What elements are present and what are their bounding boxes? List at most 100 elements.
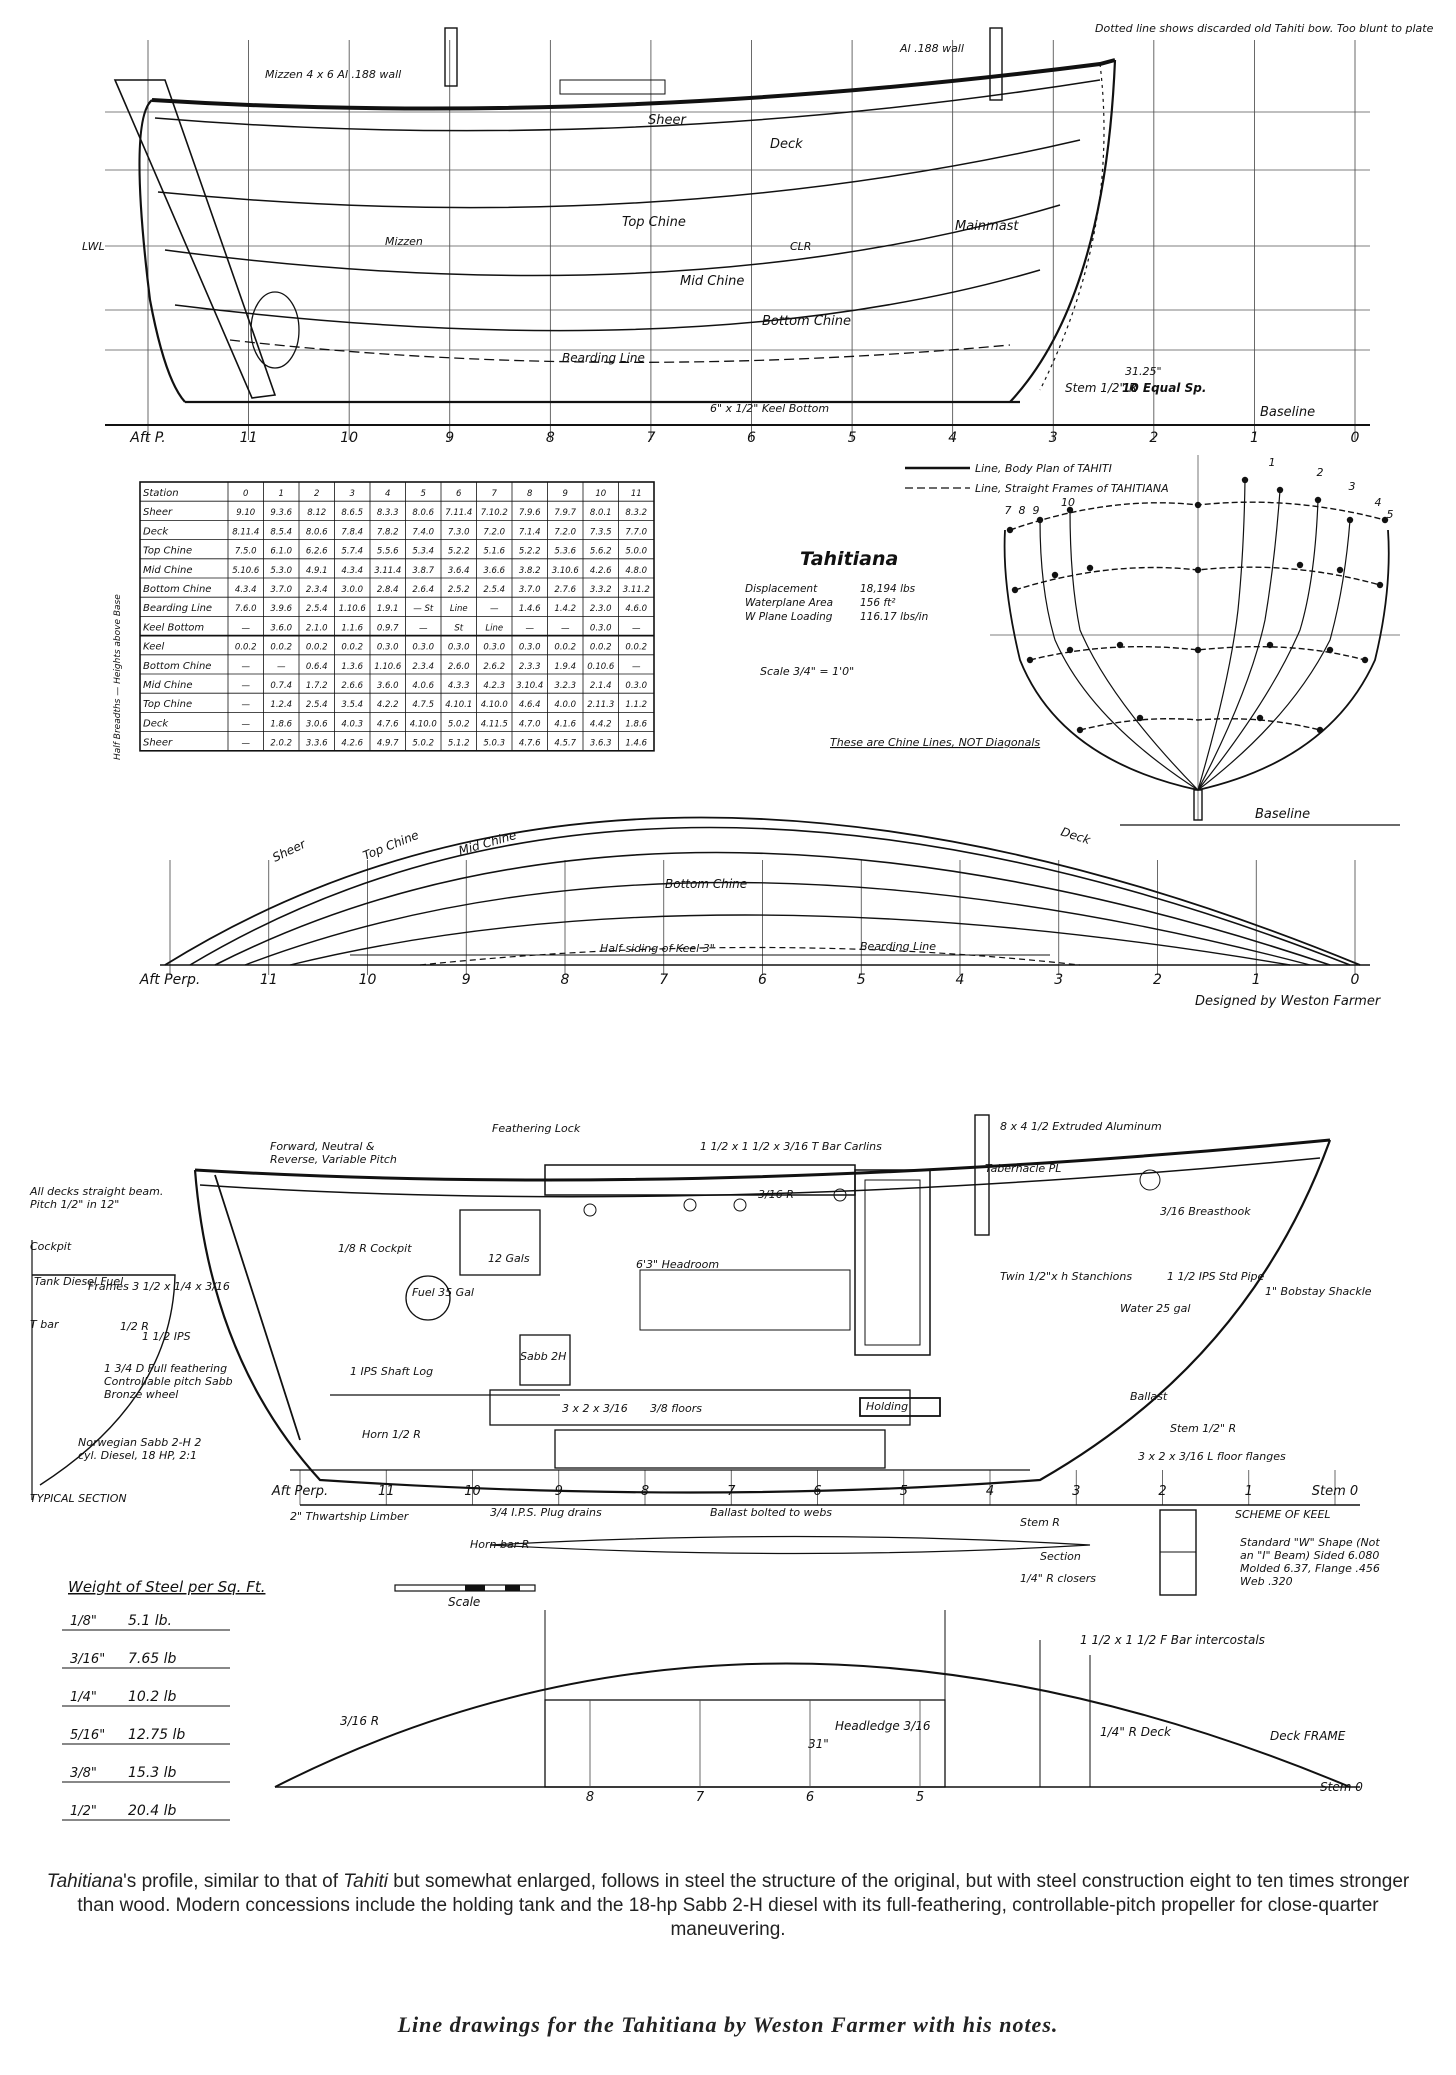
body-plan-node: [1194, 501, 1202, 509]
table-cell: 8.0.1: [590, 508, 612, 518]
table-cell: 3.6.6: [483, 566, 505, 576]
con-station-label: 6: [813, 1484, 821, 1499]
particular-label: Waterplane Area: [745, 597, 833, 609]
table-header-cell: 2: [314, 489, 319, 499]
table-cell: 7.11.4: [445, 508, 472, 518]
table-cell: 0.0.2: [341, 643, 363, 653]
steel-weight-title: Weight of Steel per Sq. Ft.: [68, 1578, 265, 1596]
construction-callout: Ballast bolted to webs: [710, 1506, 832, 1519]
table-cell: 7.3.5: [590, 527, 612, 537]
table-cell: 4.3.4: [341, 566, 363, 576]
table-cell: 7.7.0: [625, 527, 647, 537]
old-bow-dotted: [1039, 63, 1105, 391]
construction-callout: 3/16 R: [758, 1188, 794, 1201]
half-breadth-plan: Sheer Top Chine Mid Chine Deck Bottom Ch…: [139, 816, 1382, 1009]
table-cell: 3.8.7: [412, 566, 434, 576]
table-cell: 1.7.2: [306, 681, 328, 691]
table-cell: 0.0.2: [554, 643, 576, 653]
table-cell: 1.10.6: [339, 604, 367, 614]
con-station-label: 11: [378, 1484, 395, 1499]
table-cell: 2.5.4: [483, 585, 505, 595]
construction-callout: 1/8 R Cockpit: [338, 1242, 412, 1255]
table-cell: 0.0.2: [306, 643, 328, 653]
stem-profile: [1009, 59, 1117, 403]
table-cell: Mid Chine: [143, 680, 193, 691]
steel-thickness: 3/16": [70, 1652, 105, 1667]
con-station-label: 9: [555, 1484, 563, 1499]
steel-weight: 15.3 lb: [128, 1765, 177, 1781]
profile-station-label: 9: [445, 430, 454, 446]
mid-chine-line: [164, 204, 1061, 277]
profile-station-label: 5: [848, 430, 857, 446]
hb-station-label: 3: [1054, 972, 1063, 988]
caption-text: 's profile, similar to that of: [123, 1871, 344, 1892]
con-station-label: 5: [900, 1484, 908, 1499]
con-station-label: 10: [464, 1484, 481, 1499]
table-cell: 8.3.2: [625, 508, 647, 518]
scale-note: Scale 3/4" = 1'0": [760, 665, 854, 678]
table-cell: —: [242, 681, 251, 691]
hb-station-label: 0: [1351, 972, 1360, 988]
table-cell: 7.6.0: [235, 604, 257, 614]
table-cell: 5.0.0: [625, 547, 647, 557]
table-cell: 1.4.6: [519, 604, 541, 614]
table-cell: 4.5.7: [554, 739, 576, 749]
table-cell: 4.9.1: [306, 566, 328, 576]
legend-solid: Line, Body Plan of TAHITI: [975, 462, 1112, 475]
df-intercostals: 1 1/2 x 1 1/2 F Bar intercostals: [1080, 1633, 1265, 1647]
table-cell: 8.0.6: [306, 527, 328, 537]
table-cell: 2.3.4: [412, 662, 434, 672]
deck-label: Deck: [770, 137, 803, 152]
bearding-line: [229, 339, 1011, 363]
deck-frame-view: 1 1/2 x 1 1/2 F Bar intercostals Headled…: [274, 1610, 1363, 1805]
body-station-label: 7: [1005, 504, 1012, 517]
table-cell: 4.10.0: [481, 700, 508, 710]
table-cell: 4.2.6: [590, 566, 612, 576]
table-cell: Bearding Line: [143, 603, 212, 614]
rudder: [113, 79, 277, 399]
construction-callout: 1 1/2 IPS Std Pipe: [1167, 1270, 1264, 1283]
table-cell: 6.2.6: [306, 547, 328, 557]
table-cell: —: [632, 662, 641, 672]
equal-sp-label: 10 Equal Sp.: [1122, 381, 1206, 395]
table-cell: 6.1.0: [270, 547, 292, 557]
construction-callout: 1/2 R: [120, 1320, 149, 1333]
table-cell: 0.3.0: [412, 643, 434, 653]
table-header-cell: 1: [279, 489, 284, 499]
table-cell: —: [242, 719, 251, 729]
table-cell: Bottom Chine: [143, 661, 211, 672]
table-header-cell: 7: [492, 489, 498, 499]
hb-station-label: 10: [359, 972, 377, 988]
table-cell: 4.7.6: [519, 739, 541, 749]
table-cell: 5.0.3: [483, 739, 505, 749]
clr-label: CLR: [790, 240, 811, 253]
table-cell: 3.6.4: [448, 566, 470, 576]
table-cell: 4.2.2: [377, 700, 399, 710]
profile-station-label: 4: [948, 430, 957, 446]
hb-station-label: 2: [1153, 972, 1162, 988]
hb-top-chine-label: Top Chine: [361, 828, 421, 863]
table-cell: Deck: [143, 526, 169, 537]
legend-dashed: Line, Straight Frames of TAHITIANA: [975, 482, 1169, 495]
df-deck-plate: 1/4" R Deck: [1100, 1725, 1172, 1739]
particular-value: 18,194 lbs: [860, 583, 916, 595]
table-cell: 5.3.4: [412, 547, 434, 557]
construction-callout: Sabb 2H: [520, 1350, 566, 1363]
figure-caption: Tahitiana's profile, similar to that of …: [40, 1870, 1416, 1942]
body-baseline-label: Baseline: [1255, 807, 1310, 822]
hb-station-label: 5: [857, 972, 866, 988]
construction-callout: 3 x 2 x 3/16 L floor flanges: [1138, 1450, 1286, 1463]
construction-callout: Stem R: [1020, 1516, 1060, 1529]
df-station-label: 6: [806, 1790, 814, 1805]
hb-deck-label: Deck: [1059, 825, 1093, 848]
table-cell: 4.2.6: [341, 739, 363, 749]
df-station-label: 8: [586, 1790, 594, 1805]
mid-chine-label: Mid Chine: [680, 274, 744, 289]
hb-station-label: 9: [462, 972, 471, 988]
mainmast-label: Mainmast: [955, 219, 1019, 234]
steel-thickness: 1/8": [70, 1614, 97, 1629]
body-plan-node: [1066, 506, 1074, 514]
